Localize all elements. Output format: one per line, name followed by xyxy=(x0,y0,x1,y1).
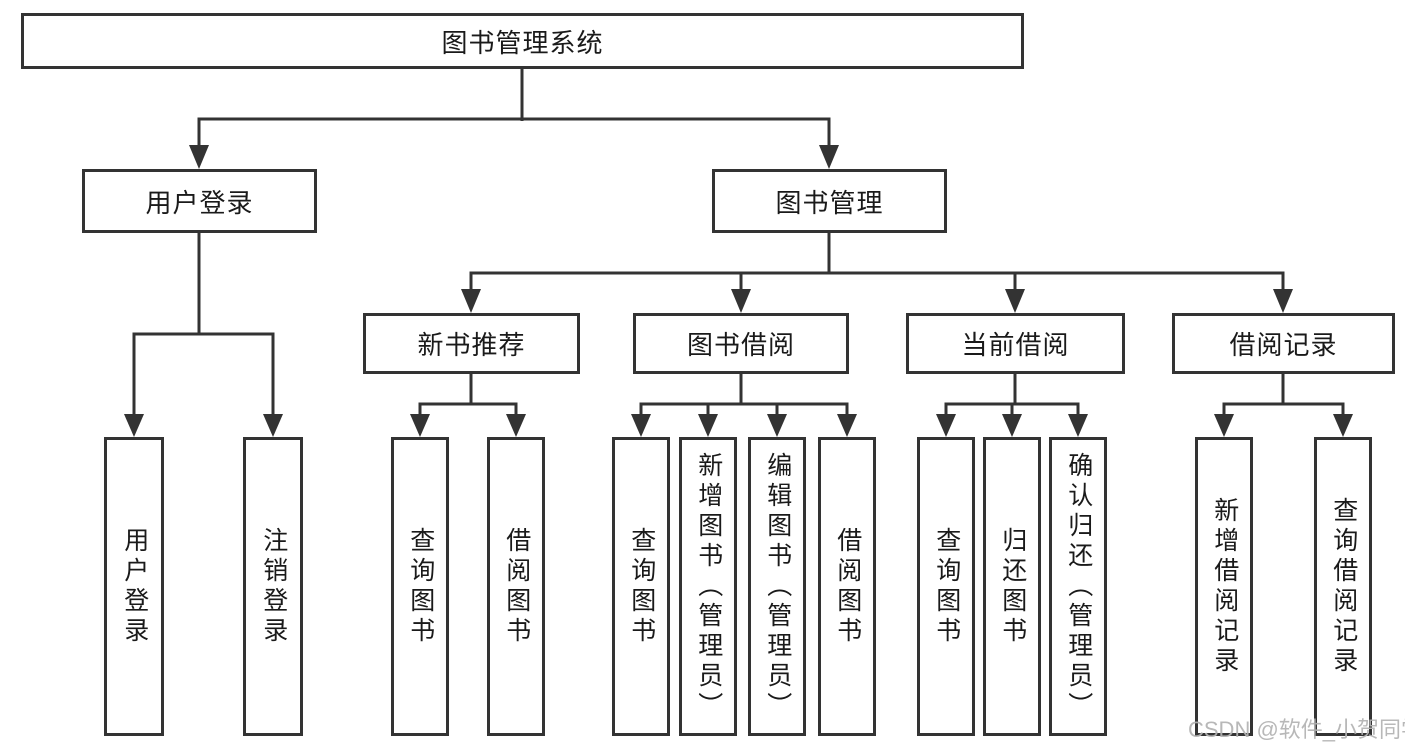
node-borrow-records-label: 借阅记录 xyxy=(1229,331,1338,360)
node-current-borrow-label: 当前借阅 xyxy=(961,331,1070,360)
leaf-edit-books-admin: 编辑图书（管理员） xyxy=(748,437,806,736)
csdn-watermark: CSDN @软件_小贺同学 xyxy=(1188,717,1405,742)
leaf-add-borrow-record-label: 新增借阅记录 xyxy=(1210,496,1238,677)
leaf-logout: 注销登录 xyxy=(243,437,303,736)
connector-new-book-to-leaves xyxy=(410,374,526,437)
leaf-query-books-2-label: 查询图书 xyxy=(627,526,655,647)
leaf-borrow-books-2: 借阅图书 xyxy=(818,437,876,736)
node-borrow-records: 借阅记录 xyxy=(1172,313,1395,374)
connector-user-login-to-leaves xyxy=(124,233,283,437)
leaf-query-books-1: 查询图书 xyxy=(391,437,449,736)
leaf-edit-books-admin-label: 编辑图书（管理员） xyxy=(763,451,791,722)
leaf-borrow-books-1: 借阅图书 xyxy=(487,437,545,736)
connector-root-to-level2 xyxy=(189,69,839,169)
connector-records-to-leaves xyxy=(1214,374,1353,437)
node-book-management: 图书管理 xyxy=(712,169,947,233)
leaf-confirm-return-admin: 确认归还（管理员） xyxy=(1049,437,1107,736)
leaf-query-borrow-record: 查询借阅记录 xyxy=(1314,437,1372,736)
node-book-management-label: 图书管理 xyxy=(775,188,884,218)
node-root-label: 图书管理系统 xyxy=(441,28,604,58)
leaf-return-books-label: 归还图书 xyxy=(998,526,1026,647)
leaf-query-books-1-label: 查询图书 xyxy=(406,526,434,647)
leaf-add-books-admin-label: 新增图书（管理员） xyxy=(694,451,722,722)
node-user-login-label: 用户登录 xyxy=(145,188,254,218)
node-book-borrow-label: 图书借阅 xyxy=(686,331,795,360)
connector-borrow-to-leaves xyxy=(631,374,857,437)
node-book-borrow: 图书借阅 xyxy=(633,313,849,374)
leaf-query-books-3-label: 查询图书 xyxy=(932,526,960,647)
leaf-query-books-2: 查询图书 xyxy=(612,437,670,736)
node-new-book-recommend-label: 新书推荐 xyxy=(417,331,526,360)
leaf-add-borrow-record: 新增借阅记录 xyxy=(1195,437,1253,736)
leaf-borrow-books-1-label: 借阅图书 xyxy=(502,526,530,647)
node-current-borrow: 当前借阅 xyxy=(906,313,1125,374)
leaf-query-books-3: 查询图书 xyxy=(917,437,975,736)
leaf-add-books-admin: 新增图书（管理员） xyxy=(679,437,737,736)
leaf-return-books: 归还图书 xyxy=(983,437,1041,736)
leaf-confirm-return-admin-label: 确认归还（管理员） xyxy=(1064,451,1092,722)
node-root: 图书管理系统 xyxy=(21,13,1024,69)
leaf-query-borrow-record-label: 查询借阅记录 xyxy=(1329,496,1357,677)
node-new-book-recommend: 新书推荐 xyxy=(363,313,580,374)
connector-book-mgmt-to-level3 xyxy=(461,233,1293,313)
leaf-user-login: 用户登录 xyxy=(104,437,164,736)
leaf-user-login-label: 用户登录 xyxy=(120,526,148,647)
leaf-logout-label: 注销登录 xyxy=(259,526,287,647)
connector-current-to-leaves xyxy=(936,374,1088,437)
leaf-borrow-books-2-label: 借阅图书 xyxy=(833,526,861,647)
node-user-login: 用户登录 xyxy=(82,169,317,233)
